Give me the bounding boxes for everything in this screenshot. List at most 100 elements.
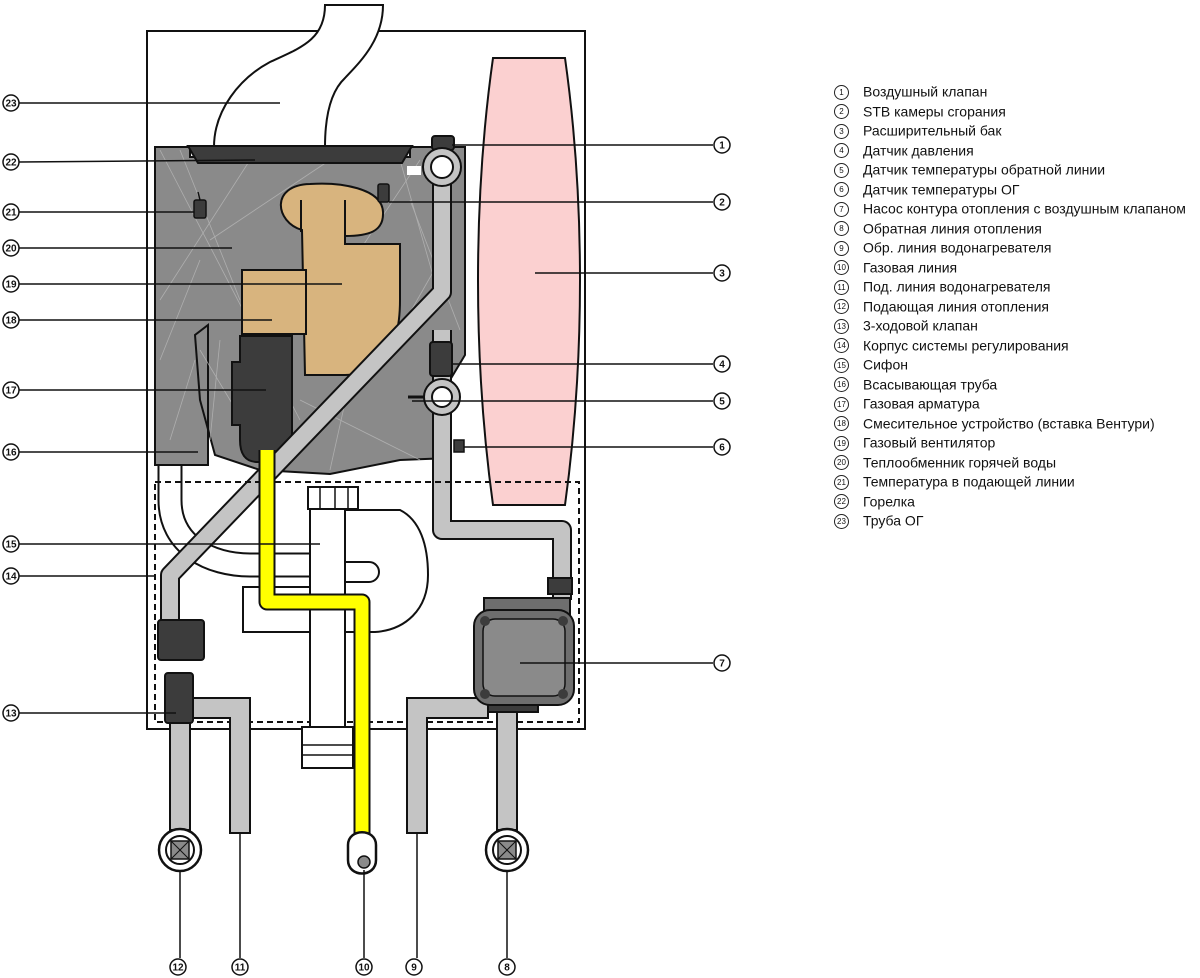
legend-label: Температура в подающей линии <box>863 473 1075 490</box>
callout-10: 10 <box>355 958 373 976</box>
legend-item: 16 Всасывающая труба <box>834 375 1186 395</box>
svg-text:2: 2 <box>719 198 725 209</box>
svg-text:20: 20 <box>5 244 17 255</box>
legend-label: Всасывающая труба <box>863 376 998 393</box>
legend-label: STB камеры сгорания <box>863 103 1006 120</box>
flue-gas-pipe <box>212 4 385 148</box>
svg-text:18: 18 <box>5 316 17 327</box>
legend-number: 1 <box>834 84 849 100</box>
flow-temp-sensor <box>193 199 207 219</box>
legend-item: 3 Расширительный бак <box>834 121 1186 141</box>
fitting-8 <box>484 827 530 873</box>
callout-11: 11 <box>231 958 249 976</box>
svg-text:19: 19 <box>5 280 17 291</box>
legend-label: Датчик давления <box>863 142 974 159</box>
legend-label: Корпус системы регулирования <box>863 337 1069 354</box>
legend-number: 7 <box>834 201 849 217</box>
callout-18: 18 <box>2 311 20 329</box>
callout-12: 12 <box>169 958 187 976</box>
svg-text:21: 21 <box>5 208 17 219</box>
legend-number: 3 <box>834 123 849 139</box>
legend-number: 2 <box>834 104 849 120</box>
venturi-mixer <box>241 269 307 335</box>
callout-20: 20 <box>2 239 20 257</box>
svg-text:1: 1 <box>719 141 725 152</box>
legend-number: 9 <box>834 240 849 256</box>
legend-label: Теплообменник горячей воды <box>863 454 1057 471</box>
callout-6: 6 <box>713 438 731 456</box>
callout-21: 21 <box>2 203 20 221</box>
callout-14: 14 <box>2 567 20 585</box>
callout-1: 1 <box>713 136 731 154</box>
callout-15: 15 <box>2 535 20 553</box>
pressure-sensor <box>429 341 453 377</box>
callout-16: 16 <box>2 443 20 461</box>
legend-number: 14 <box>834 338 849 354</box>
dhw-return-outlet <box>406 697 489 834</box>
legend-item: 5 Датчик температуры обратной линии <box>834 160 1186 180</box>
three-way-valve <box>164 672 194 724</box>
legend-number: 16 <box>834 377 849 393</box>
legend: 1 Воздушный клапан 2 STB камеры сгорания 3 Ра… <box>834 82 1186 531</box>
legend-number: 17 <box>834 396 849 412</box>
legend-number: 11 <box>834 279 849 295</box>
callout-23: 23 <box>2 94 20 112</box>
legend-label: Обр. линия водонагревателя <box>863 239 1052 256</box>
legend-number: 19 <box>834 435 849 451</box>
legend-item: 21 Температура в подающей линии <box>834 472 1186 492</box>
svg-text:14: 14 <box>5 572 17 583</box>
legend-label: Датчик температуры обратной линии <box>863 161 1106 178</box>
legend-item: 14 Корпус системы регулирования <box>834 336 1186 356</box>
callout-17: 17 <box>2 381 20 399</box>
callout-4: 4 <box>713 355 731 373</box>
dhw-flow-outlet <box>192 697 251 834</box>
expansion-tank <box>477 57 581 506</box>
legend-label: Газовый вентилятор <box>863 434 996 451</box>
legend-item: 2 STB камеры сгорания <box>834 102 1186 122</box>
svg-text:7: 7 <box>719 659 725 670</box>
legend-number: 8 <box>834 221 849 237</box>
svg-text:22: 22 <box>5 158 17 169</box>
legend-label: Сифон <box>863 356 908 373</box>
callout-5: 5 <box>713 392 731 410</box>
legend-item: 9 Обр. линия водонагревателя <box>834 238 1186 258</box>
svg-text:15: 15 <box>5 540 17 551</box>
legend-label: Газовая арматура <box>863 395 980 412</box>
legend-number: 21 <box>834 474 849 490</box>
heat-exchanger-hatching <box>159 149 461 471</box>
svg-text:11: 11 <box>235 963 246 974</box>
legend-label: Расширительный бак <box>863 122 1002 139</box>
callout-13: 13 <box>2 704 20 722</box>
svg-text:8: 8 <box>504 963 510 974</box>
callout-19: 19 <box>2 275 20 293</box>
legend-number: 15 <box>834 357 849 373</box>
legend-label: Обратная линия отопления <box>863 220 1042 237</box>
callout-7: 7 <box>713 654 731 672</box>
legend-number: 5 <box>834 162 849 178</box>
legend-item: 8 Обратная линия отопления <box>834 219 1186 239</box>
svg-text:13: 13 <box>5 709 17 720</box>
svg-text:9: 9 <box>411 963 417 974</box>
svg-text:16: 16 <box>5 448 17 459</box>
svg-text:23: 23 <box>5 99 17 110</box>
fitting-12 <box>157 827 203 873</box>
svg-text:17: 17 <box>5 386 17 397</box>
legend-item: 15 Сифон <box>834 355 1186 375</box>
legend-number: 4 <box>834 143 849 159</box>
legend-label: Воздушный клапан <box>863 83 988 100</box>
callout-2: 2 <box>713 193 731 211</box>
callout-3: 3 <box>713 264 731 282</box>
flue-gas-sensor <box>453 439 465 453</box>
legend-number: 12 <box>834 299 849 315</box>
legend-label: Труба ОГ <box>863 512 924 529</box>
legend-number: 6 <box>834 182 849 198</box>
svg-text:12: 12 <box>172 963 184 974</box>
legend-number: 10 <box>834 260 849 276</box>
svg-text:5: 5 <box>719 397 725 408</box>
